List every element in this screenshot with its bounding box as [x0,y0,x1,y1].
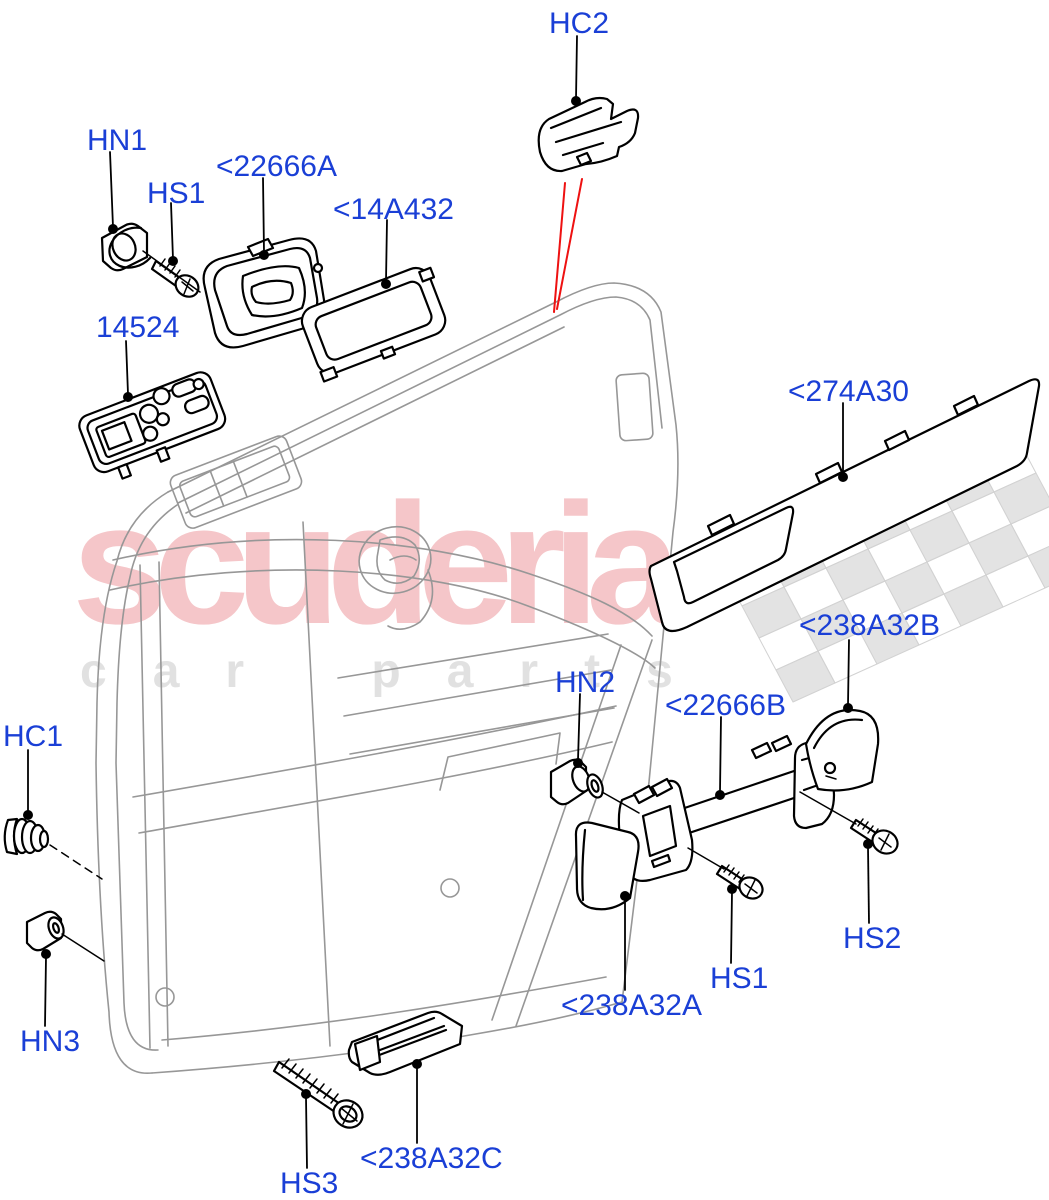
part-hn1-clip [100,222,152,272]
part-hs2-screw [849,818,899,855]
part-hs3-screw [272,1058,364,1129]
part-238a32c-bracket [347,1010,464,1076]
door-pull-cup [358,525,434,630]
red-leader-lines [553,178,583,313]
part-238a32b-handle-cover [804,708,880,792]
part-hc2-clip [537,96,640,173]
part-hn2-clip-nut [549,758,604,806]
part-238a32a-handle-cover [574,821,640,911]
part-hs1-screw-bottom [715,864,764,900]
callout-leaders [23,35,873,1169]
part-22666a-inner-handle [202,237,326,349]
part-hc1-grommet [3,817,50,856]
exploded-parts [3,96,1041,1129]
part-274a30-trim-strip [648,378,1041,633]
part-hn3-clip-nut [25,910,65,952]
part-14a432-bezel [300,266,447,383]
alignment-lines [49,250,857,962]
part-14524-window-switch [78,371,227,480]
part-hs1-screw-top [150,258,200,298]
